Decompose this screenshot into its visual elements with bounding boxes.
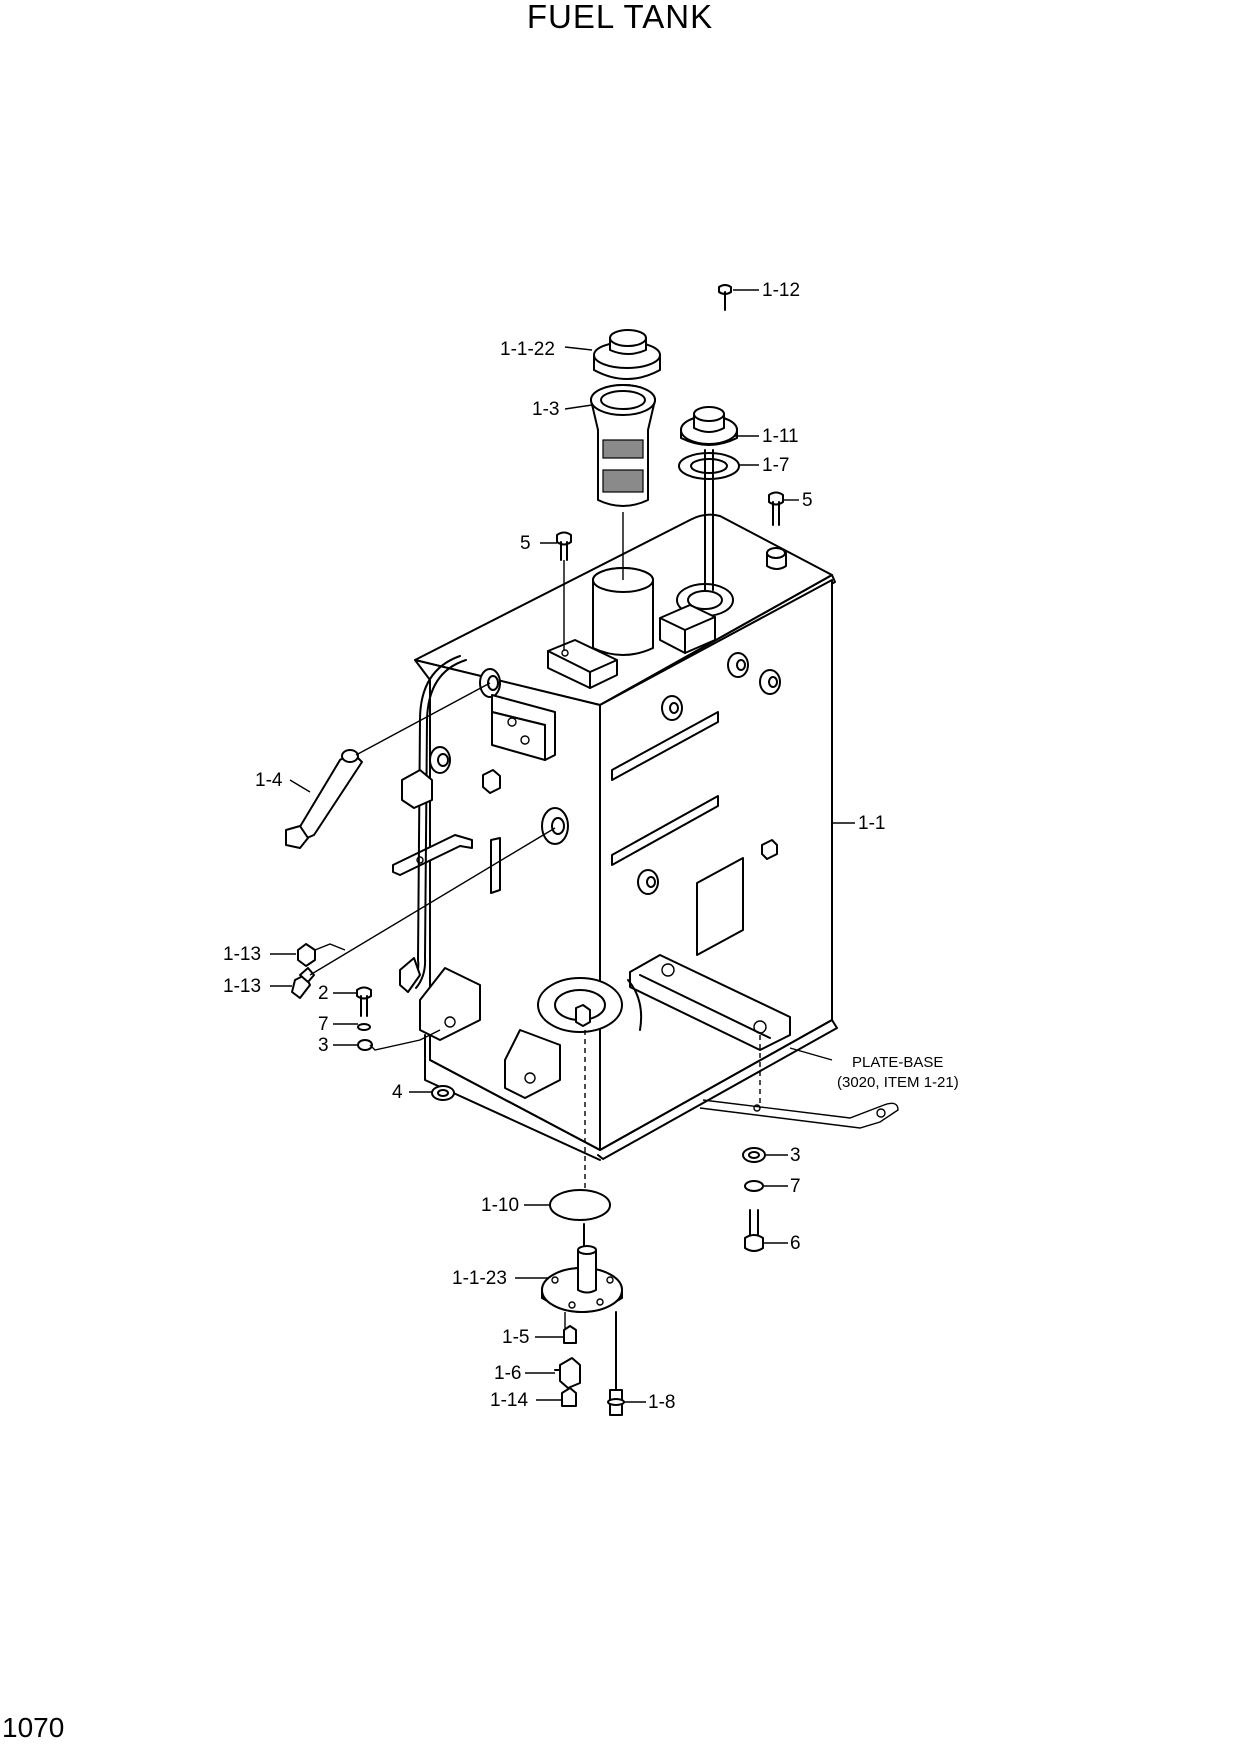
callout-3-right: 3 (790, 1145, 801, 1166)
part-gauge-1-4 (285, 682, 491, 849)
callout-1-13-a: 1-13 (223, 944, 261, 965)
callout-6: 6 (790, 1233, 801, 1254)
page-title: FUEL TANK (526, 0, 714, 35)
callout-1-13-b: 1-13 (223, 976, 261, 997)
part-drain-flange-1-1-23 (541, 1223, 623, 1330)
part-sender-1-11-1-7-1-12 (678, 284, 740, 591)
callout-1-4: 1-4 (255, 770, 283, 791)
callout-1-8: 1-8 (648, 1392, 675, 1413)
callout-7-left: 7 (318, 1014, 329, 1035)
callout-labels: 1-1-22 1-3 1-12 1-11 1-7 5 5 1-4 1-1 1-1… (223, 280, 959, 1413)
part-bolt-2-washers-7-3-4 (356, 986, 455, 1101)
part-bolts-5 (556, 491, 784, 650)
fuel-line-hose (399, 655, 467, 993)
part-strainer-1-3 (590, 384, 656, 580)
part-fittings-1-13 (291, 827, 556, 999)
part-cap-1-1-22 (593, 329, 661, 380)
callout-4: 4 (392, 1082, 403, 1103)
plate-base-note-line1: PLATE-BASE (852, 1054, 943, 1071)
callout-1-1: 1-1 (858, 813, 885, 834)
page-number: 1070 (2, 1712, 65, 1743)
callout-1-10: 1-10 (481, 1195, 519, 1216)
plate-base-outline (699, 1047, 899, 1129)
callout-1-14: 1-14 (490, 1390, 528, 1411)
callout-1-5: 1-5 (502, 1327, 529, 1348)
callout-1-1-23: 1-1-23 (452, 1268, 507, 1289)
plate-base-note-line2: (3020, ITEM 1-21) (837, 1074, 959, 1091)
callout-1-12: 1-12 (762, 280, 800, 301)
part-fittings-1-5-1-6-1-14-1-8 (554, 1311, 625, 1416)
callout-1-1-22: 1-1-22 (500, 339, 555, 360)
callout-1-6: 1-6 (494, 1363, 521, 1384)
callout-5-left: 5 (520, 533, 531, 554)
callout-5-right: 5 (802, 490, 813, 511)
part-bolt-6-washers-3-7 (742, 1035, 766, 1252)
callout-7-right: 7 (790, 1176, 801, 1197)
drain-sump (537, 977, 623, 1190)
callout-1-11: 1-11 (762, 426, 799, 447)
callout-1-7: 1-7 (762, 455, 789, 476)
tank-front-face-details (611, 652, 791, 1051)
leader-lines (270, 289, 855, 1403)
callout-2: 2 (318, 983, 329, 1004)
callout-1-3: 1-3 (532, 399, 559, 420)
part-o-ring-1-10 (549, 1189, 611, 1221)
tank-left-face-details (392, 668, 601, 1161)
callout-3-left: 3 (318, 1035, 329, 1056)
